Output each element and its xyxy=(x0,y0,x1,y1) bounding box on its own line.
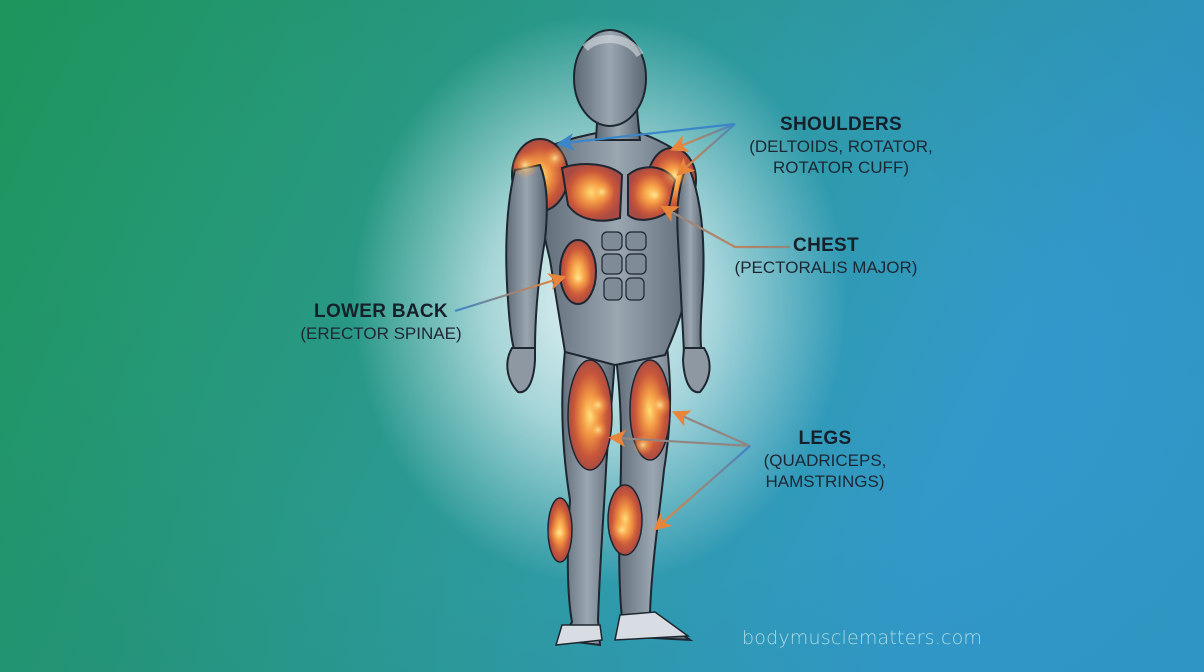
label-chest-title: CHEST xyxy=(793,235,859,256)
label-lower-back-line1: (ERECTOR SPINAE) xyxy=(300,324,462,343)
label-lower-back: LOWER BACK (ERECTOR SPINAE) xyxy=(296,301,466,344)
label-lower-back-title: LOWER BACK xyxy=(314,301,448,322)
label-shoulders-line2: ROTATOR CUFF) xyxy=(773,158,909,177)
label-legs: LEGS (QUADRICEPS, HAMSTRINGS) xyxy=(755,428,895,492)
callout-arrows xyxy=(454,122,790,531)
label-shoulders: SHOULDERS (DELTOIDS, ROTATOR, ROTATOR CU… xyxy=(736,114,946,178)
label-chest-line1: (PECTORALIS MAJOR) xyxy=(734,258,918,277)
torso-figure xyxy=(505,29,711,394)
legs-figure xyxy=(547,328,694,647)
label-legs-title: LEGS xyxy=(798,428,852,449)
label-shoulders-line1: (DELTOIDS, ROTATOR, xyxy=(749,137,933,156)
label-legs-line2: HAMSTRINGS) xyxy=(765,472,885,491)
label-chest: CHEST (PECTORALIS MAJOR) xyxy=(728,235,924,278)
label-legs-line1: (QUADRICEPS, xyxy=(763,451,887,470)
watermark-text: bodymusclematters.com xyxy=(742,627,983,649)
highlight-glows xyxy=(511,146,689,545)
label-shoulders-title: SHOULDERS xyxy=(780,114,902,135)
